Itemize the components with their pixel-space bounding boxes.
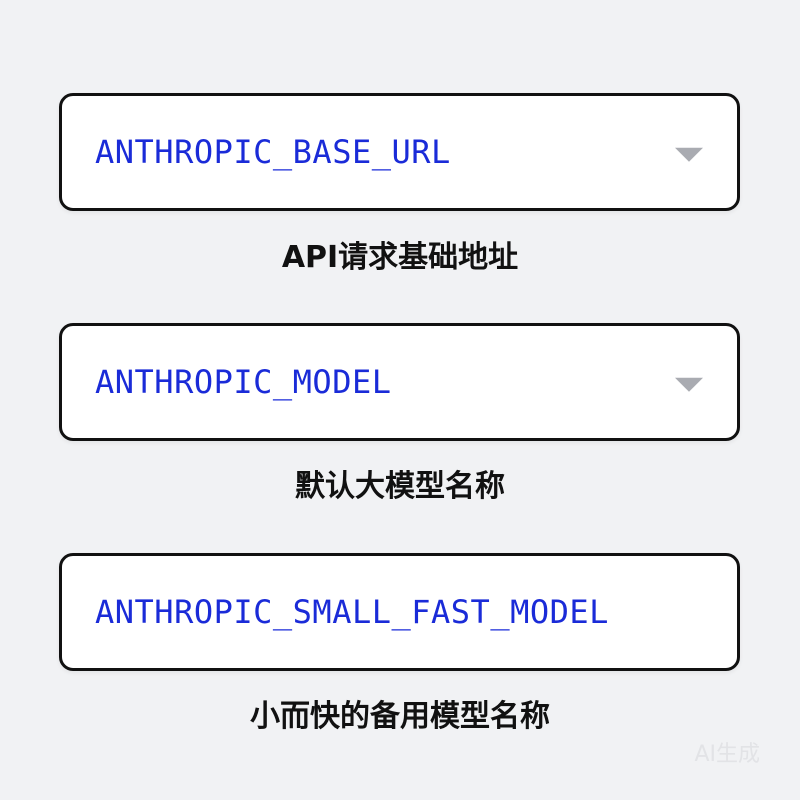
watermark: AI生成 xyxy=(694,742,760,767)
chevron-down-icon[interactable] xyxy=(675,147,703,162)
small-fast-model-input[interactable]: ANTHROPIC_SMALL_FAST_MODEL xyxy=(59,553,740,671)
model-caption: 默认大模型名称 xyxy=(295,469,505,504)
base-url-select-value: ANTHROPIC_BASE_URL xyxy=(95,133,451,171)
base-url-caption: API请求基础地址 xyxy=(281,240,519,275)
small-fast-model-input-value: ANTHROPIC_SMALL_FAST_MODEL xyxy=(95,593,609,631)
model-select-value: ANTHROPIC_MODEL xyxy=(95,363,392,401)
small-fast-model-caption: 小而快的备用模型名称 xyxy=(250,699,550,734)
chevron-down-icon[interactable] xyxy=(675,377,703,392)
model-select[interactable]: ANTHROPIC_MODEL xyxy=(59,323,740,441)
base-url-select[interactable]: ANTHROPIC_BASE_URL xyxy=(59,93,740,211)
